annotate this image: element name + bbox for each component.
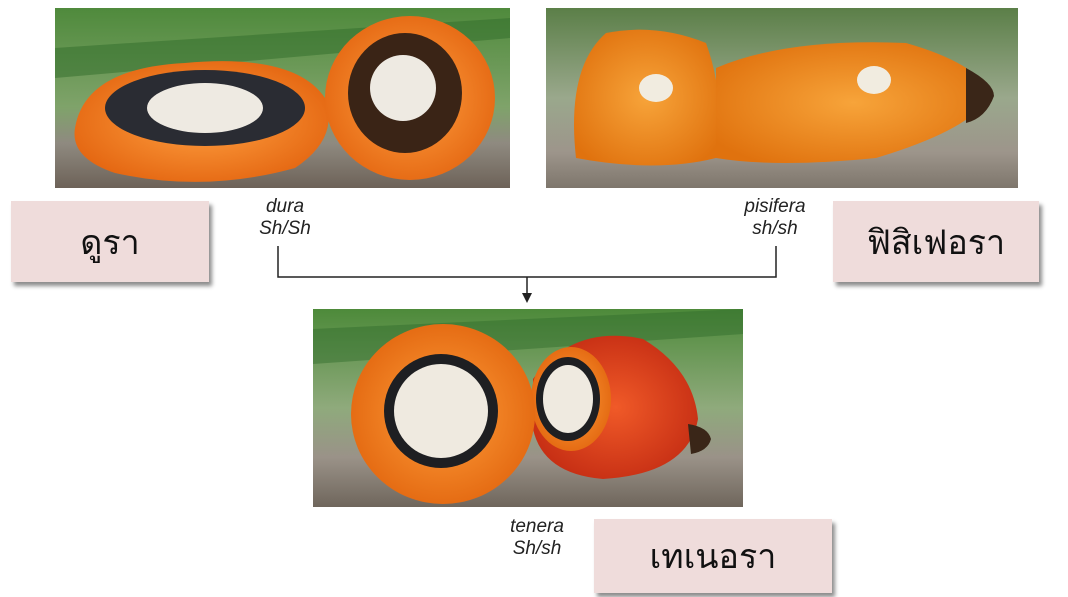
dura-thai-label: ดูรา	[11, 201, 209, 282]
pisifera-genotype-text: sh/sh	[722, 218, 828, 240]
down-arrow-icon	[522, 293, 532, 303]
dura-name: dura	[240, 196, 330, 218]
dura-genotype: dura Sh/Sh	[240, 196, 330, 240]
dura-thai-text: ดูรา	[80, 215, 139, 269]
tenera-genotype-text: Sh/sh	[492, 538, 582, 560]
pisifera-thai-text: ฟิสิเฟอรา	[867, 215, 1005, 269]
pisifera-genotype: pisifera sh/sh	[722, 196, 828, 240]
pisifera-name: pisifera	[722, 196, 828, 218]
tenera-genotype: tenera Sh/sh	[492, 516, 582, 560]
tenera-thai-label: เทเนอรา	[594, 519, 832, 593]
tenera-thai-text: เทเนอรา	[650, 529, 777, 583]
dura-genotype-text: Sh/Sh	[240, 218, 330, 240]
pisifera-thai-label: ฟิสิเฟอรา	[833, 201, 1039, 282]
tenera-name: tenera	[492, 516, 582, 538]
